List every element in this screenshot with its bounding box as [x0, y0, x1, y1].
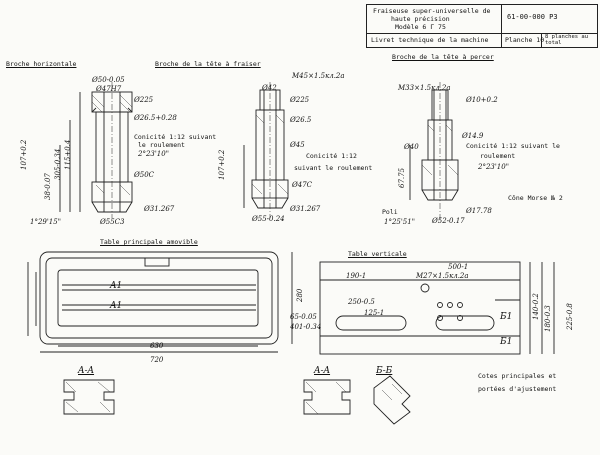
drilling-spindle-drawing [409, 82, 459, 220]
dim-h280: 280 [296, 288, 304, 302]
dim-d52: Ø52-0.17 [432, 217, 465, 225]
dim-ang4: 1°25'51" [384, 218, 415, 226]
dim-poli: Poli [382, 208, 398, 216]
milling-spindle-drawing [243, 82, 289, 218]
dim-d45: Ø45 [290, 141, 305, 149]
dim-m27: M27×1.5кл.2a [416, 272, 469, 280]
title-table-principale: Table principale amovible [100, 238, 198, 246]
title-table-verticale: Table verticale [348, 250, 407, 258]
dim-h180: 180-0.3 [544, 305, 552, 332]
title-broche-percer: Broche de la tête à percer [392, 53, 494, 61]
dim-d47c: Ø47C [292, 181, 313, 189]
dim-h107b: 107+0.2 [218, 149, 226, 180]
dim-d225b: Ø225 [290, 96, 310, 104]
dim-h651: 65-0.05 [290, 313, 317, 321]
dim-h125: 125-1 [364, 309, 385, 317]
dim-d50c: Ø50C [134, 171, 155, 179]
dim-d47: Ø47H7 [96, 85, 122, 93]
label-b1-bottom: Б1 [500, 337, 513, 347]
label-a1-bottom: A1 [110, 301, 123, 311]
dim-d265a: Ø26.5+0.28 [134, 114, 177, 122]
section-label-aa1: A-A [78, 366, 95, 376]
section-label-aa2: A-A [314, 366, 331, 376]
dim-ang1: 2°23'10" [138, 150, 169, 158]
dim-h500: 500-1 [448, 263, 469, 271]
dim-d42: Ø42 [262, 84, 277, 92]
dim-w720: 720 [150, 356, 164, 364]
dim-d10: Ø10+0.2 [466, 96, 498, 104]
label-b1-top: Б1 [500, 312, 513, 322]
title-broche-horizontale: Broche horizontale [6, 60, 77, 68]
dim-conic2: Conicité 1:12 [306, 152, 357, 160]
tb-planche: Planche 10 [505, 36, 545, 44]
tb-line1: Fraiseuse super-universelle de [373, 7, 491, 15]
dim-ang3: 2°23'10" [478, 163, 509, 171]
tb-line3: Modèle 6 Г 75 [395, 23, 446, 31]
title-broche-fraiser: Broche de la tête à fraiser [155, 60, 261, 68]
main-table-drawing [27, 251, 293, 353]
tb-line4: Livret technique de la machine [371, 36, 489, 44]
dim-d55b: Ø55-0.24 [252, 215, 285, 223]
dim-h250: 250-0.5 [348, 298, 375, 306]
tb-count: 8 planches au total [545, 34, 589, 46]
dim-m45: M45×1.5кл.2a [292, 72, 345, 80]
note-line2: portées d'ajustement [478, 385, 557, 393]
dim-morse: Cône Morse № 2 [508, 194, 563, 202]
dim-d149: Ø14.9 [462, 132, 484, 140]
section-bb [373, 375, 411, 425]
tb-code: 61-00-000 P3 [507, 13, 558, 21]
dim-d40: Ø40 [404, 143, 419, 151]
section-label-bb: Б-Б [376, 366, 393, 376]
dim-h305: 305-0.34 [54, 148, 62, 180]
dim-d31a: Ø31.267 [144, 205, 175, 213]
dim-conic1: Conicité 1:12 suivant [134, 133, 217, 141]
dim-h225: 225-0.8 [566, 303, 574, 330]
section-aa-right [303, 379, 351, 415]
dim-w630: 630 [150, 342, 164, 350]
dim-d50: Ø50-0.05 [92, 76, 125, 84]
dim-h38: 38-0.07 [44, 173, 52, 200]
dim-h107: 107+0.2 [20, 139, 28, 170]
vertical-table-drawing [319, 261, 555, 355]
dim-ang2: 1°29'15" [30, 218, 61, 226]
dim-d1778: Ø17.78 [466, 207, 492, 215]
section-aa-left [63, 379, 115, 415]
dim-d225a: Ø225 [134, 96, 154, 104]
label-a1-top: A1 [110, 281, 123, 291]
dim-d55: Ø55C3 [100, 218, 125, 226]
dim-d265b: Ø26.5 [290, 116, 312, 124]
dim-h401: 401-0.34 [290, 323, 322, 331]
tb-line2: haute précision [391, 15, 450, 23]
dim-h6775: 67.75 [398, 167, 406, 188]
dim-m33: M33×1.5кл.2a [398, 84, 451, 92]
dim-conic3b: roulement [480, 152, 516, 160]
title-block: Fraiseuse super-universelle de haute pré… [366, 4, 598, 48]
dim-conic3: Conicité 1:12 suivant le [466, 142, 560, 150]
dim-h115: 115+0.4 [64, 139, 72, 170]
horizontal-spindle-drawing [59, 82, 133, 218]
dim-h140: 140-0.2 [532, 293, 540, 320]
note-line1: Cotes principales et [478, 372, 557, 380]
dim-d31b: Ø31.267 [290, 205, 321, 213]
dim-h1901: 190-1 [346, 272, 367, 280]
dim-conic2b: suivant le roulement [294, 164, 373, 172]
dim-conic1b: le roulement [138, 141, 185, 149]
